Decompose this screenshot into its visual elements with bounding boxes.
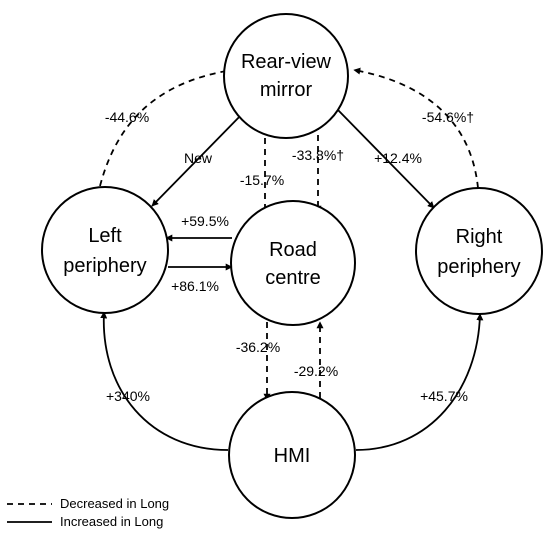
label-road-to-left: +59.5%	[181, 213, 229, 229]
edge-right-to-mirror	[353, 67, 479, 189]
edge-left-to-mirror	[99, 67, 233, 187]
label-left-to-mirror: -44.6%	[105, 109, 149, 125]
label-mirror-to-road: -33.8%†	[292, 147, 344, 163]
node-circle	[230, 200, 356, 326]
edge-hmi-to-right	[355, 313, 484, 451]
node-label-line-1: Rear-view	[241, 51, 332, 73]
label-hmi-to-right: +45.7%	[420, 388, 468, 404]
node-label-line-2: periphery	[63, 255, 146, 277]
node-label-line-1: Left	[88, 225, 122, 247]
edge-hmi-to-left	[100, 311, 229, 451]
legend-dashed-label: Decreased in Long	[60, 496, 169, 511]
label-hmi-to-road: -29.2%	[294, 363, 338, 379]
node-left-periphery: Left periphery	[41, 186, 169, 314]
edges	[99, 67, 484, 451]
node-label-line-2: periphery	[437, 256, 520, 278]
legend: Decreased in Long Increased in Long	[7, 496, 169, 529]
node-circle	[41, 186, 169, 314]
label-hmi-to-left: +340%	[106, 388, 150, 404]
edge-labels: -44.6% New -54.6%† +12.4% -15.7% -33.8%†…	[105, 109, 474, 404]
node-rear-view-mirror: Rear-view mirror	[223, 13, 349, 139]
node-circle	[223, 13, 349, 139]
node-label-line-2: centre	[265, 267, 321, 289]
label-mirror-to-right: +12.4%	[374, 150, 422, 166]
label-left-to-road: +86.1%	[171, 278, 219, 294]
label-mirror-to-left: New	[184, 150, 213, 166]
node-circle	[228, 391, 356, 519]
label-road-to-mirror: -15.7%	[240, 172, 284, 188]
node-label-line-2: mirror	[260, 79, 313, 101]
node-circle	[415, 187, 543, 315]
node-label: HMI	[274, 445, 311, 467]
label-road-to-hmi: -36.2%	[236, 339, 280, 355]
label-right-to-mirror: -54.6%†	[422, 109, 474, 125]
node-hmi: HMI	[228, 391, 356, 519]
edge-mirror-to-right	[337, 109, 435, 209]
node-right-periphery: Right periphery	[415, 187, 543, 315]
node-label-line-1: Road	[269, 239, 317, 261]
node-label-line-1: Right	[456, 226, 503, 248]
node-road-centre: Road centre	[230, 200, 356, 326]
legend-solid-label: Increased in Long	[60, 514, 163, 529]
edge-mirror-to-left	[151, 109, 247, 207]
